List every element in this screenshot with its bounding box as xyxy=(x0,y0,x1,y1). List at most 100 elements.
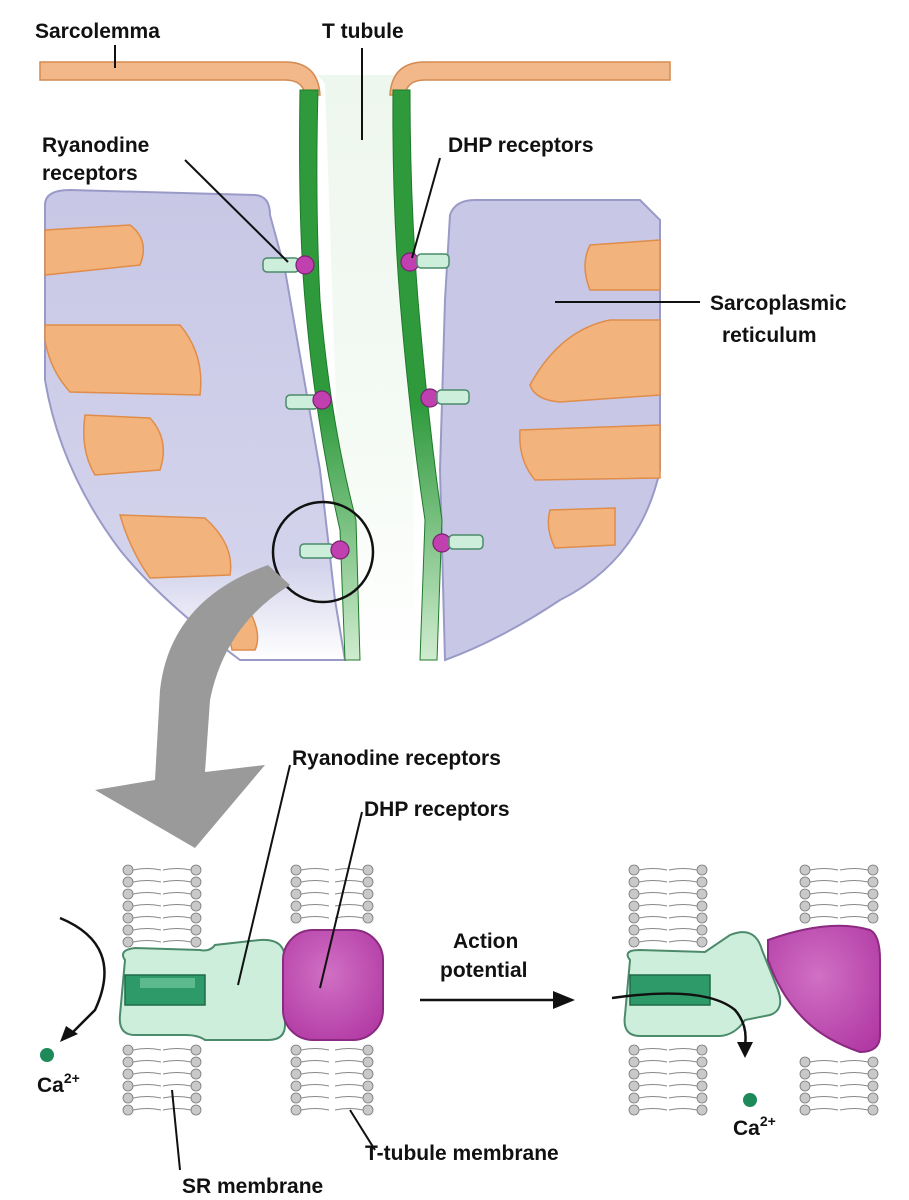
t-tubule-lumen xyxy=(305,74,420,660)
lipid-tail xyxy=(839,1060,869,1063)
lipid-head xyxy=(628,864,640,876)
lipid-head xyxy=(696,888,708,900)
lipid-tail xyxy=(300,1072,330,1075)
lipid-head xyxy=(122,936,134,948)
lipid-head xyxy=(628,1080,640,1092)
lipid-tail xyxy=(132,1072,162,1075)
calcium-ion-right xyxy=(743,1093,757,1107)
lipid-head xyxy=(799,912,811,924)
label-ryanodine-top-line1: Ryanodine xyxy=(42,134,149,157)
lipid-head xyxy=(799,876,811,888)
label-sr-membrane: SR membrane xyxy=(182,1175,323,1198)
lipid-tail xyxy=(668,1072,698,1075)
lipid-head xyxy=(190,864,202,876)
lipid-head xyxy=(696,1104,708,1116)
lipid-tail xyxy=(809,1060,839,1063)
lipid-tail xyxy=(162,1060,192,1063)
lipid-head xyxy=(799,900,811,912)
label-sarcolemma: Sarcolemma xyxy=(35,20,160,43)
lipid-tail xyxy=(668,1096,698,1099)
lipid-head xyxy=(867,912,879,924)
lipid-head xyxy=(190,1092,202,1104)
lipid-head xyxy=(628,1092,640,1104)
lipid-head xyxy=(628,888,640,900)
lipid-head xyxy=(190,1080,202,1092)
lipid-tail xyxy=(839,880,869,883)
lipid-head xyxy=(290,1092,302,1104)
lipid-head xyxy=(867,1068,879,1080)
lipid-tail xyxy=(334,1072,364,1075)
lipid-tail xyxy=(638,880,668,883)
lipid-head xyxy=(122,1092,134,1104)
activated-state xyxy=(611,864,881,1116)
lipid-tail xyxy=(334,904,364,907)
lipid-tail xyxy=(300,916,330,919)
lipid-tail xyxy=(162,880,192,883)
lipid-head xyxy=(696,936,708,948)
lipid-tail xyxy=(334,1096,364,1099)
lipid-tail xyxy=(300,892,330,895)
sr-membrane-left xyxy=(122,864,202,1116)
ca-release-arrow-left xyxy=(59,916,106,1036)
lipid-tail xyxy=(638,1096,668,1099)
lipid-tail xyxy=(162,928,192,931)
lipid-tail xyxy=(162,940,192,943)
lipid-head xyxy=(628,912,640,924)
lipid-head xyxy=(867,1056,879,1068)
sr-membrane-right xyxy=(628,864,708,1116)
lipid-tail xyxy=(162,1048,192,1051)
calcium-ion-left xyxy=(40,1048,54,1062)
lipid-head xyxy=(122,864,134,876)
lipid-head xyxy=(190,912,202,924)
lipid-tail xyxy=(334,1108,364,1111)
lipid-tail xyxy=(668,892,698,895)
label-action-line1: Action xyxy=(453,930,518,953)
lipid-tail xyxy=(300,1084,330,1087)
lipid-tail xyxy=(132,916,162,919)
lipid-tail xyxy=(638,1108,668,1111)
lipid-head xyxy=(867,1104,879,1116)
label-sr-line1: Sarcoplasmic xyxy=(710,292,847,315)
lipid-tail xyxy=(638,928,668,931)
lipid-tail xyxy=(638,940,668,943)
lipid-tail xyxy=(132,1096,162,1099)
lipid-tail xyxy=(809,1072,839,1075)
lipid-tail xyxy=(162,892,192,895)
lipid-tail xyxy=(809,1096,839,1099)
lipid-head xyxy=(122,888,134,900)
lipid-head xyxy=(628,1068,640,1080)
lipid-head xyxy=(290,864,302,876)
zoom-arrow xyxy=(95,565,290,848)
lipid-head xyxy=(122,1068,134,1080)
lipid-tail xyxy=(300,1048,330,1051)
lipid-head xyxy=(628,876,640,888)
label-ca-right: Ca2+ xyxy=(733,1113,776,1140)
lipid-tail xyxy=(300,1060,330,1063)
label-t-tubule: T tubule xyxy=(322,20,404,43)
lipid-head xyxy=(362,1092,374,1104)
lipid-head xyxy=(122,1080,134,1092)
lipid-head xyxy=(799,1092,811,1104)
lipid-tail xyxy=(300,1108,330,1111)
lipid-head xyxy=(122,876,134,888)
lipid-tail xyxy=(839,904,869,907)
lipid-tail xyxy=(132,1060,162,1063)
lipid-tail xyxy=(668,916,698,919)
lipid-head xyxy=(799,1056,811,1068)
lipid-tail xyxy=(638,904,668,907)
lipid-head xyxy=(290,1044,302,1056)
lipid-tail xyxy=(334,880,364,883)
lipid-head xyxy=(290,876,302,888)
receptor-pair-left-3 xyxy=(299,540,350,560)
lipid-tail xyxy=(162,868,192,871)
label-action-line2: potential xyxy=(440,959,528,982)
lipid-tail xyxy=(132,880,162,883)
lipid-head xyxy=(696,924,708,936)
lipid-tail xyxy=(809,880,839,883)
lipid-tail xyxy=(668,1048,698,1051)
lipid-tail xyxy=(300,904,330,907)
label-sr-line2: reticulum xyxy=(722,324,817,347)
receptor-pair-right-1 xyxy=(400,252,450,272)
sarcolemma-left xyxy=(39,61,321,96)
labels: Sarcolemma T tubule Ryanodine receptors … xyxy=(35,20,847,1198)
